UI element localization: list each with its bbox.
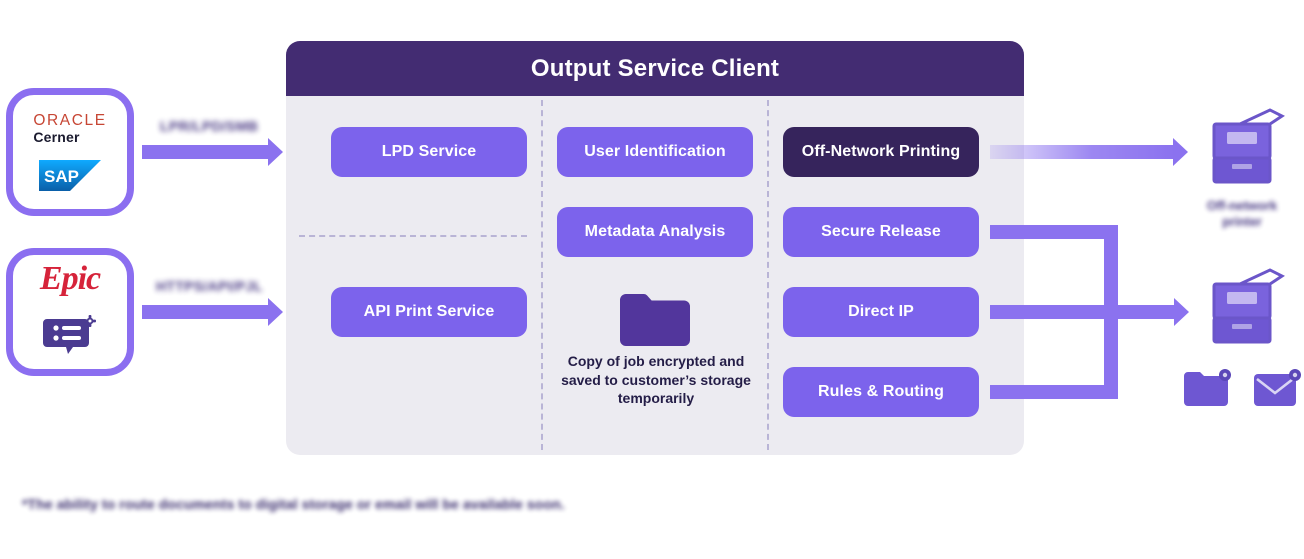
source-card-erp: ORACLE Cerner SAP <box>6 88 134 216</box>
epic-wordmark: Epic <box>39 260 101 297</box>
source-card-ehr: Epic <box>6 248 134 376</box>
stub-direct-ip <box>990 305 1118 319</box>
protocol-label-erp: LPR/LPD/SMB <box>160 118 259 134</box>
folder-icon <box>620 292 690 351</box>
chip-label: Rules & Routing <box>818 383 944 400</box>
chip-direct-ip[interactable]: Direct IP <box>783 287 979 337</box>
chip-lpd-service[interactable]: LPD Service <box>331 127 527 177</box>
svg-text:SAP: SAP <box>44 167 79 186</box>
device-label-off-network-printer: Off-network printer <box>1206 199 1278 229</box>
oracle-cerner-logo: ORACLE Cerner <box>33 113 106 145</box>
chip-label: LPD Service <box>381 143 477 160</box>
folder-caption: Copy of job encrypted and saved to custo… <box>561 353 751 407</box>
device-digital-storage <box>1182 368 1232 417</box>
chip-user-identification[interactable]: User Identification <box>557 127 753 177</box>
arrow-ehr-to-panel <box>142 298 283 326</box>
chip-secure-release[interactable]: Secure Release <box>783 207 979 257</box>
protocol-label-ehr: HTTPS/API/PJL <box>156 278 263 294</box>
chip-label: Direct IP <box>848 303 914 320</box>
chip-api-print-service[interactable]: API Print Service <box>331 287 527 337</box>
chip-label: Off-Network Printing <box>801 143 961 160</box>
divider-col1-col2 <box>541 100 543 450</box>
cerner-wordmark: Cerner <box>33 128 80 145</box>
stub-secure-release <box>990 225 1118 239</box>
sap-logo: SAP <box>39 159 101 191</box>
divider-col2-col3 <box>767 100 769 450</box>
arrow-to-network-printer <box>1118 298 1189 326</box>
device-off-network-printer <box>1196 104 1288 201</box>
divider-col1-row <box>299 235 527 237</box>
page-title: Output Service Client <box>530 54 780 82</box>
arrow-erp-to-panel <box>142 138 283 166</box>
device-network-printer <box>1196 264 1288 361</box>
chip-label: API Print Service <box>363 303 495 320</box>
vertical-merge-bus <box>1104 225 1118 399</box>
chip-rules-routing[interactable]: Rules & Routing <box>783 367 979 417</box>
stub-rules-routing <box>990 385 1118 399</box>
panel-header: Output Service Client <box>286 41 1024 96</box>
device-email <box>1252 368 1302 417</box>
chip-off-network-printing[interactable]: Off-Network Printing <box>783 127 979 177</box>
footnote: *The ability to route documents to digit… <box>22 496 565 512</box>
oracle-wordmark: ORACLE <box>33 112 107 130</box>
chip-label: User Identification <box>584 143 726 160</box>
epic-app-icon <box>43 313 97 362</box>
arrow-off-network <box>990 138 1188 166</box>
chip-label: Secure Release <box>821 223 941 240</box>
chip-label: Metadata Analysis <box>584 223 726 240</box>
chip-metadata-analysis[interactable]: Metadata Analysis <box>557 207 753 257</box>
